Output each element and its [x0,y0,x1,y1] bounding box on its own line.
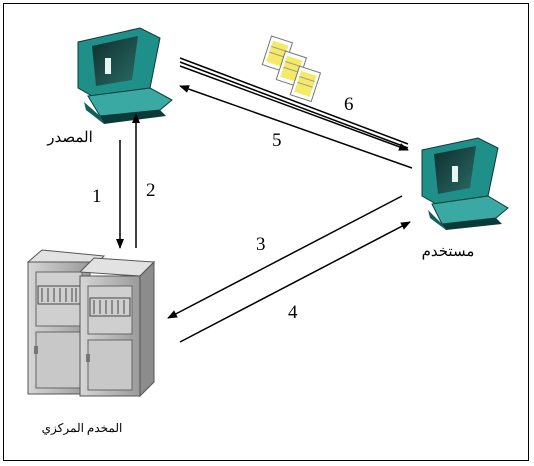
arrow-5 [179,85,413,169]
user-label: مستخدم [422,244,475,260]
arrow-6 [179,57,409,151]
arrow-label-1: 1 [92,186,102,207]
arrow-label-5: 5 [272,130,282,151]
arrow-3 [167,195,403,319]
arrow-label-6: 6 [344,94,354,115]
arrow-label-4: 4 [288,302,298,323]
arrow-4 [179,221,411,343]
server-label: المخدم المركزي [42,421,123,435]
central-server-icon [26,249,156,398]
arrow-label-3: 3 [256,234,266,255]
user-computer-icon [421,137,509,230]
source-label: المصدر [46,130,93,146]
documents-icon [261,35,322,103]
source-computer-icon [77,27,173,124]
arrow-label-2: 2 [146,180,156,201]
